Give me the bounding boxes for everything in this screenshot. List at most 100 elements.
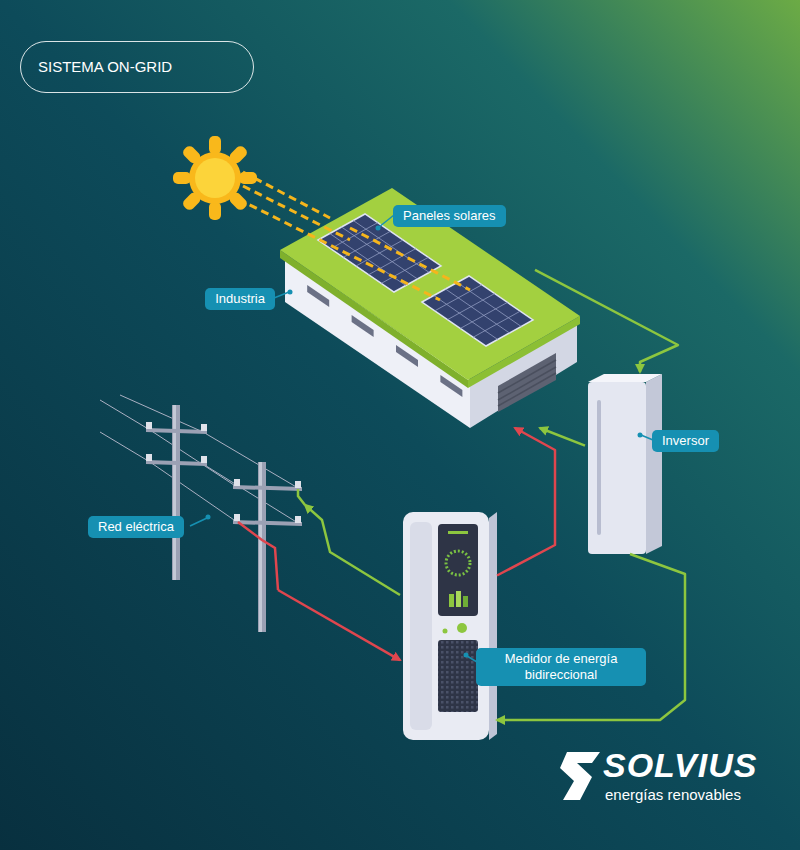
energy-flow-line <box>497 554 685 720</box>
energy-flow-line <box>497 428 555 576</box>
title-pill: SISTEMA ON-GRID <box>20 41 254 93</box>
bidirectional-meter <box>438 524 478 616</box>
leader-line <box>376 226 381 231</box>
solar-panel <box>369 249 416 275</box>
grid-wire <box>238 489 305 590</box>
diagram-title: SISTEMA ON-GRID <box>21 42 253 91</box>
sun <box>189 152 241 204</box>
inverter-cabinet <box>646 374 662 554</box>
bidirectional-meter <box>446 551 470 575</box>
inverter-cabinet <box>588 374 662 554</box>
sun <box>189 152 241 204</box>
power-pole <box>100 432 150 462</box>
power-pole <box>203 464 298 523</box>
logo-icon <box>560 752 600 800</box>
solar-panel <box>473 311 520 337</box>
solar-panel <box>434 296 498 340</box>
power-pole <box>146 422 152 429</box>
energy-flow-line <box>535 270 678 372</box>
bidirectional-meter <box>403 512 497 740</box>
callout-label: Red eléctrica <box>88 516 184 538</box>
industry-building <box>498 373 556 406</box>
power-pole <box>146 460 207 466</box>
leader-line <box>206 515 211 520</box>
grid-wire <box>298 489 305 505</box>
sun <box>173 172 191 184</box>
callout-label: Paneles solares <box>393 205 506 227</box>
inverter-cabinet <box>588 382 646 554</box>
leader-line <box>638 433 643 438</box>
bidirectional-meter <box>457 623 467 633</box>
logo-icon <box>560 752 600 800</box>
industry-building <box>280 188 580 428</box>
solar-panel <box>448 294 495 320</box>
sun-ray <box>350 228 470 290</box>
bidirectional-meter <box>448 531 468 534</box>
inverter-cabinet: Inversor <box>585 372 662 554</box>
building-window <box>396 345 418 367</box>
solar-panel <box>381 257 428 283</box>
inverter-cabinet <box>597 400 601 535</box>
power-pole <box>146 454 152 461</box>
sun <box>209 202 221 220</box>
callout-label: Inversor <box>652 430 719 452</box>
bidirectional-meter <box>443 629 448 634</box>
power-pole <box>233 485 302 491</box>
building-window <box>440 375 462 397</box>
leader-line <box>288 290 293 295</box>
solar-panel <box>331 223 378 249</box>
solar-panel <box>353 221 429 273</box>
sun <box>195 158 235 198</box>
sun-ray <box>238 172 470 300</box>
energy-flow-line <box>278 590 400 660</box>
solar-panel-array: Paneles solares <box>305 205 535 345</box>
solar-panel <box>318 214 533 346</box>
power-pole <box>201 456 207 463</box>
callout-label: Industria <box>205 288 275 310</box>
leader-line <box>190 215 653 662</box>
energy-flow-line <box>305 505 400 595</box>
bidirectional-meter <box>449 594 454 607</box>
building-window <box>352 315 374 337</box>
power-pole <box>120 395 203 432</box>
sun <box>209 136 221 154</box>
leader-line <box>464 653 469 658</box>
power-pole <box>150 462 237 522</box>
inverter-cabinet <box>588 374 662 382</box>
power-pole <box>100 395 302 632</box>
power-pole <box>146 428 207 434</box>
power-pole <box>150 430 237 487</box>
power-grid-poles: Red eléctrica <box>140 405 305 590</box>
energy-flow-line <box>540 428 585 446</box>
grid-wire <box>238 522 278 590</box>
power-pole <box>234 514 240 521</box>
solar-panel <box>435 285 482 311</box>
power-pole <box>201 424 207 431</box>
brand-name: SOLVIUS <box>603 746 757 785</box>
leader-line <box>190 518 207 526</box>
power-pole <box>203 432 298 488</box>
bidirectional-meter <box>489 512 497 740</box>
bidirectional-meter <box>410 522 432 730</box>
callout-label: Medidor de energía bidireccional <box>476 648 646 686</box>
sun-ray <box>243 186 350 240</box>
power-pole <box>295 516 301 523</box>
leader-line <box>379 215 394 227</box>
solar-panel <box>422 276 533 346</box>
power-pole <box>234 479 240 486</box>
solar-panel <box>446 289 510 333</box>
sun <box>173 136 257 220</box>
bidirectional-meter: Medidor de energía bidireccional <box>400 505 497 740</box>
bidirectional-meter <box>438 640 478 712</box>
power-pole <box>295 481 301 488</box>
sun <box>239 172 257 184</box>
leader-line <box>274 292 289 298</box>
solar-panel <box>460 302 507 328</box>
brand-tagline: energías renovables <box>605 786 741 803</box>
bidirectional-meter <box>463 596 468 607</box>
bidirectional-meter <box>456 591 461 607</box>
bidirectional-meter <box>403 512 489 740</box>
